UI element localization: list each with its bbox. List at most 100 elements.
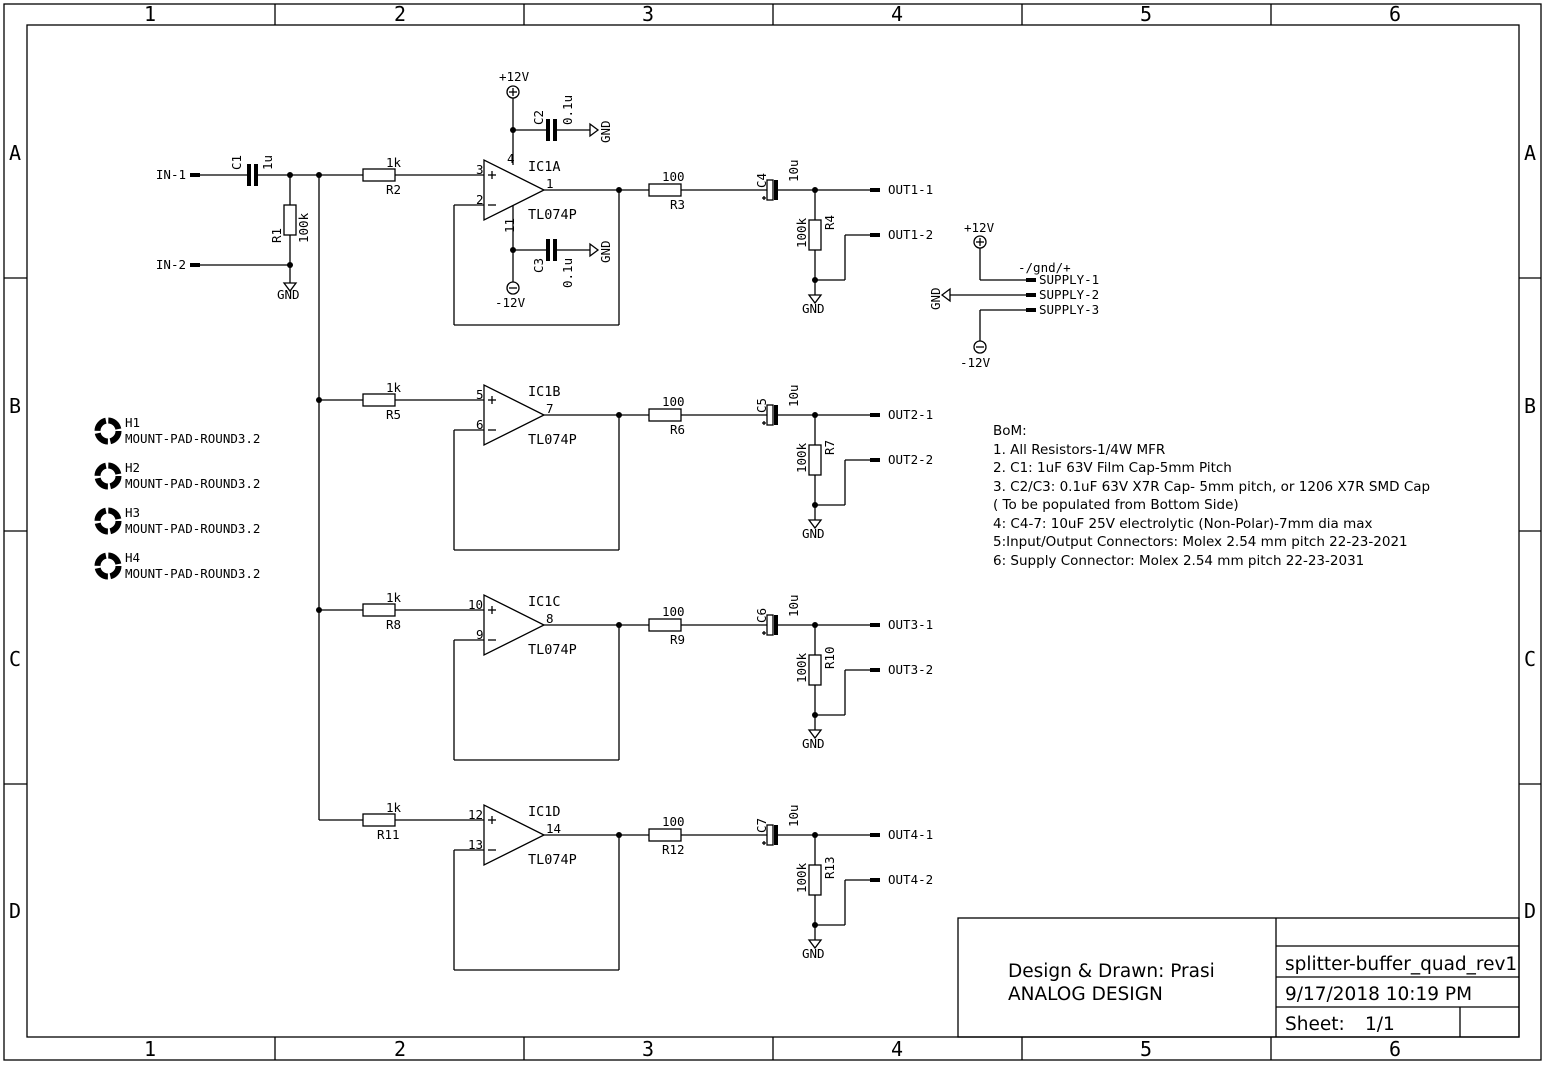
rload-name: R4 bbox=[822, 215, 837, 230]
bill-of-materials: BoM: 1. All Resistors-1/4W MFR 2. C1: 1u… bbox=[993, 423, 1430, 569]
r1-name: R1 bbox=[269, 228, 284, 243]
drawing-date: 9/17/2018 10:19 PM bbox=[1285, 984, 1472, 1005]
opamp-part: TL074P bbox=[528, 432, 577, 448]
output-connector-2: OUT1-2 bbox=[888, 227, 933, 242]
mount-hole-package: MOUNT-PAD-ROUND3.2 bbox=[125, 521, 260, 536]
buffer-channel: 1k R8 10 9 8 IC1C TL074P 100 R9 C6 10u 1… bbox=[316, 590, 933, 761]
mount-hole-name: H2 bbox=[125, 460, 140, 475]
opamp-name: IC1A bbox=[528, 159, 561, 175]
rout-value: 100 bbox=[662, 604, 685, 619]
rout-value: 100 bbox=[662, 394, 685, 409]
buffer-channel: 1k R2 3 2 1 IC1A TL074P 100 R3 C4 10u 10… bbox=[319, 155, 933, 326]
rin-value: 1k bbox=[386, 380, 402, 395]
drawing-frame: 1 2 3 4 5 6 1 2 3 4 5 6 A B C D A B C D bbox=[3, 2, 1542, 1061]
col-label-top: 6 bbox=[1389, 2, 1401, 26]
c1-value: 1u bbox=[260, 155, 275, 170]
mount-hole-name: H3 bbox=[125, 505, 140, 520]
cap-name: C6 bbox=[754, 608, 769, 623]
project-name: splitter-buffer_quad_rev1 bbox=[1285, 954, 1517, 975]
row-label-left: A bbox=[9, 141, 21, 165]
output-connector-2: OUT2-2 bbox=[888, 452, 933, 467]
mount-hole: H1 MOUNT-PAD-ROUND3.2 bbox=[94, 415, 260, 446]
col-label-bottom: 4 bbox=[891, 1037, 903, 1061]
bom-title: BoM: bbox=[993, 423, 1027, 439]
pin-output: 14 bbox=[546, 821, 561, 836]
neg-supply-label: -12V bbox=[495, 295, 526, 310]
ground-symbol bbox=[807, 729, 823, 740]
cap-value: 10u bbox=[786, 159, 801, 182]
mount-hole-name: H4 bbox=[125, 550, 140, 565]
supply-header: -/gnd/+ bbox=[1018, 260, 1071, 275]
buffer-channel: 1k R5 5 6 7 IC1B TL074P 100 R6 C5 10u 10… bbox=[316, 380, 933, 551]
supply-neg-label: -12V bbox=[960, 355, 991, 370]
title-block: Design & Drawn: Prasi ANALOG DESIGN spli… bbox=[957, 917, 1520, 1038]
opamp-name: IC1C bbox=[528, 594, 561, 610]
rin-name: R8 bbox=[386, 617, 401, 632]
row-label-left: D bbox=[9, 899, 21, 923]
c3-gnd-label: GND bbox=[598, 240, 613, 263]
c2-value: 0.1u bbox=[560, 95, 575, 125]
sheet-number: 1/1 bbox=[1365, 1014, 1395, 1035]
supply-pos-label: +12V bbox=[964, 220, 995, 235]
rout-name: R12 bbox=[662, 842, 685, 857]
output-connector-1: OUT4-1 bbox=[888, 827, 933, 842]
mounting-holes: H1 MOUNT-PAD-ROUND3.2 H2 MOUNT-PAD-ROUND… bbox=[94, 415, 260, 581]
rload-name: R10 bbox=[822, 646, 837, 669]
row-label-right: C bbox=[1524, 647, 1536, 671]
opamp-power-section: +12V -12V C2 0.1u GND C3 0.1u GND 4 11 bbox=[495, 69, 613, 310]
row-label-left: B bbox=[9, 394, 21, 418]
output-connector-2: OUT3-2 bbox=[888, 662, 933, 677]
pin-v-neg: 11 bbox=[502, 218, 517, 233]
row-label-right: B bbox=[1524, 394, 1536, 418]
c3-name: C3 bbox=[531, 258, 546, 273]
pin-output: 7 bbox=[546, 401, 554, 416]
rout-name: R6 bbox=[670, 422, 685, 437]
r1-value: 100k bbox=[296, 212, 311, 243]
pin-noninverting: 3 bbox=[476, 162, 484, 177]
bom-line: 3. C2/C3: 0.1uF 63V X7R Cap- 5mm pitch, … bbox=[993, 479, 1430, 495]
pin-noninverting: 5 bbox=[476, 387, 484, 402]
rin-value: 1k bbox=[386, 800, 402, 815]
rin-value: 1k bbox=[386, 590, 402, 605]
pin-v-pos: 4 bbox=[507, 151, 515, 166]
supply-pin-3: SUPPLY-3 bbox=[1039, 302, 1099, 317]
pin-inverting: 2 bbox=[476, 192, 484, 207]
designer-label: Design & Drawn: Prasi bbox=[1008, 961, 1215, 982]
connector-label-in2: IN-2 bbox=[156, 257, 186, 272]
rload-value: 100k bbox=[794, 652, 809, 683]
gnd-label: GND bbox=[277, 287, 300, 302]
bom-line: 1. All Resistors-1/4W MFR bbox=[993, 442, 1165, 458]
mount-hole-package: MOUNT-PAD-ROUND3.2 bbox=[125, 566, 260, 581]
sheet-label: Sheet: bbox=[1285, 1014, 1345, 1035]
ground-symbol bbox=[282, 282, 298, 293]
rload-name: R13 bbox=[822, 856, 837, 879]
mount-hole: H2 MOUNT-PAD-ROUND3.2 bbox=[94, 460, 260, 491]
bom-line: 4: C4-7: 10uF 25V electrolytic (Non-Pola… bbox=[993, 516, 1373, 532]
pin-inverting: 6 bbox=[476, 417, 484, 432]
rload-value: 100k bbox=[794, 442, 809, 473]
row-label-right: A bbox=[1524, 141, 1536, 165]
supply-pin-2: SUPPLY-2 bbox=[1039, 287, 1099, 302]
cap-value: 10u bbox=[786, 594, 801, 617]
mount-hole-name: H1 bbox=[125, 415, 140, 430]
gnd-label: GND bbox=[802, 946, 825, 961]
opamp-part: TL074P bbox=[528, 642, 577, 658]
opamp-part: TL074P bbox=[528, 852, 577, 868]
cap-value: 10u bbox=[786, 384, 801, 407]
rin-name: R5 bbox=[386, 407, 401, 422]
output-connector-2: OUT4-2 bbox=[888, 872, 933, 887]
opamp-name: IC1D bbox=[528, 804, 561, 820]
company-label: ANALOG DESIGN bbox=[1008, 984, 1163, 1005]
pos-supply-label: +12V bbox=[499, 69, 530, 84]
ground-symbol bbox=[807, 519, 823, 530]
row-label-left: C bbox=[9, 647, 21, 671]
pin-noninverting: 10 bbox=[468, 597, 483, 612]
col-label-top: 3 bbox=[642, 2, 654, 26]
col-label-bottom: 5 bbox=[1140, 1037, 1152, 1061]
col-label-bottom: 6 bbox=[1389, 1037, 1401, 1061]
bom-line: 5:Input/Output Connectors: Molex 2.54 mm… bbox=[993, 534, 1408, 550]
rin-value: 1k bbox=[386, 155, 402, 170]
supply-connector: +12V -12V GND -/gnd/+ SUPPLY-1 SUPPLY-2 … bbox=[928, 220, 1099, 370]
col-label-bottom: 3 bbox=[642, 1037, 654, 1061]
